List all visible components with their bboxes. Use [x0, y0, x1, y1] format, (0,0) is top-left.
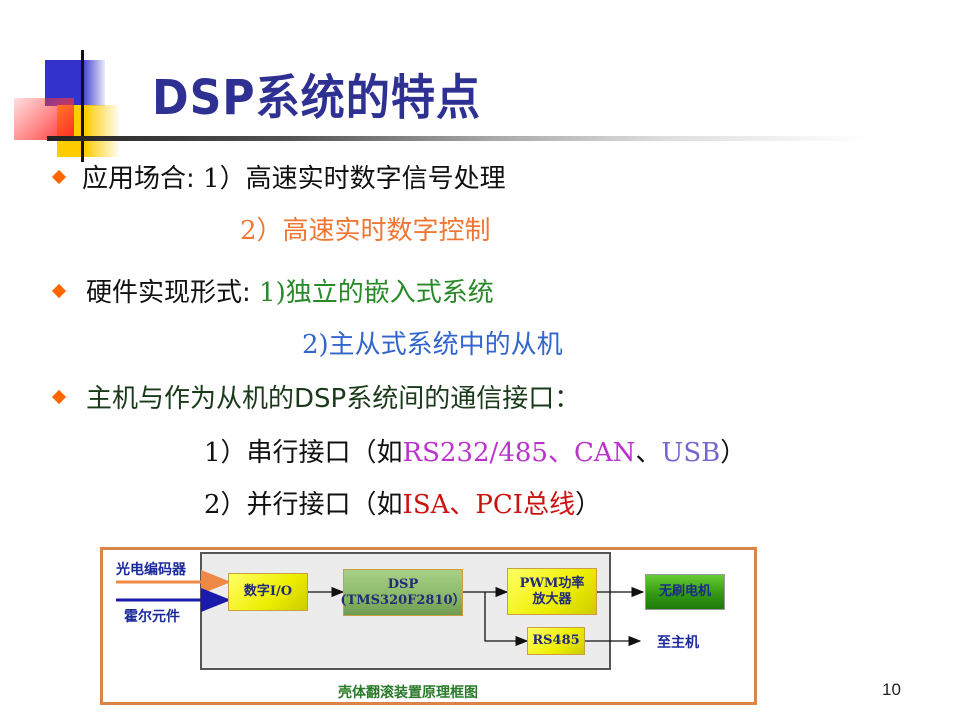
parallel-prefix: 2）并行接口（如 — [204, 490, 403, 520]
bullet-3-item-1: 1）串行接口（如RS232/485、CAN、USB） — [204, 432, 746, 469]
dsp-block: DSP (TMS320F2810） — [340, 569, 466, 616]
encoder-label: 光电编码器 — [116, 562, 186, 578]
bullet-1-item-2: 2）高速实时数字控制 — [240, 216, 491, 246]
diagram-frame — [100, 547, 757, 705]
serial-usb: USB — [661, 438, 721, 468]
serial-rs232: RS232/485 — [402, 438, 548, 468]
hall-sensor-label: 霍尔元件 — [124, 609, 180, 625]
bullet-1: 应用场合: 1）高速实时数字信号处理 — [82, 158, 506, 195]
page-number: 10 — [882, 680, 901, 699]
pwm-line-2: 放大器 — [532, 591, 572, 607]
bullet-1-item-1: 1）高速实时数字信号处理 — [203, 164, 506, 194]
pwm-amplifier-block: PWM功率 放大器 — [507, 568, 597, 615]
rs485-block: RS485 — [527, 627, 585, 655]
bullet-2-label: 硬件实现形式: — [86, 278, 251, 308]
digital-io-block: 数字I/O — [228, 573, 308, 611]
separator: 、 — [635, 438, 662, 468]
bullet-3-item-2: 2）并行接口（如ISA、PCI总线） — [204, 484, 601, 521]
diagram-caption: 壳体翻滚装置原理框图 — [338, 685, 478, 701]
close-paren: ） — [575, 490, 602, 520]
bullet-2-item-1: 1)独立的嵌入式系统 — [259, 278, 494, 308]
dsp-block-title: DSP — [387, 576, 419, 592]
to-host-label: 至主机 — [657, 635, 699, 651]
parallel-isa-pci: ISA、PCI总线 — [402, 490, 576, 520]
bullet-2: 硬件实现形式: 1)独立的嵌入式系统 — [86, 272, 494, 309]
slide-title: DSP系统的特点 — [152, 70, 482, 126]
separator: 、 — [547, 438, 574, 468]
title-underline-bar — [47, 136, 867, 141]
pwm-line-1: PWM功率 — [519, 575, 585, 591]
serial-can: CAN — [573, 438, 636, 468]
logo-red-square — [14, 98, 74, 140]
bullet-3-label: 主机与作为从机的DSP系统间的通信接口： — [86, 384, 581, 414]
bullet-1-label: 应用场合: — [82, 164, 195, 194]
dsp-block-model: (TMS320F2810） — [340, 592, 466, 608]
bullet-2-item-2: 2)主从式系统中的从机 — [302, 330, 563, 360]
logo-vertical-line — [81, 50, 84, 162]
close-paren: ） — [720, 438, 747, 468]
brushless-motor-block: 无刷电机 — [645, 574, 725, 610]
serial-prefix: 1）串行接口（如 — [204, 438, 403, 468]
